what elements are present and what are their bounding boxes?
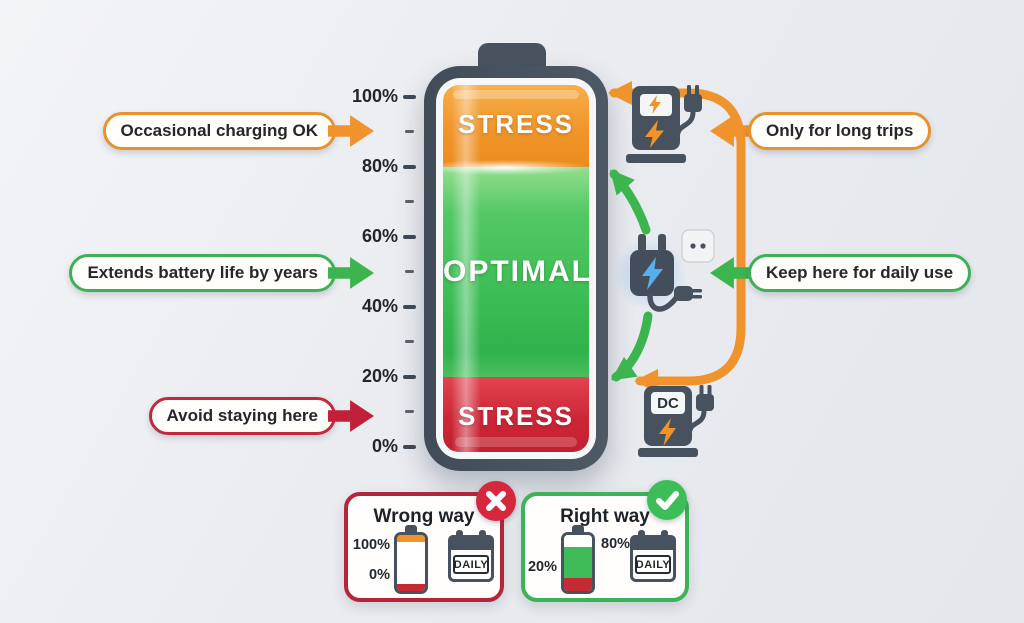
glow-line-80-percent xyxy=(443,160,589,175)
mini-battery-cap xyxy=(572,525,584,532)
callout-label: Only for long trips xyxy=(766,121,914,140)
empty-charge-stripe xyxy=(397,584,425,591)
tick-100 xyxy=(403,95,416,99)
calendar-icon: DAILY xyxy=(630,530,676,582)
daily-label: DAILY xyxy=(453,555,489,574)
orange-right-arrow-icon xyxy=(328,115,374,147)
zone-optimal xyxy=(443,167,589,377)
axis-label-0: 0% xyxy=(371,436,398,456)
axis-label-20: 20% xyxy=(361,366,398,386)
check-icon xyxy=(647,480,687,520)
callout-label: Extends battery life by years xyxy=(87,263,318,282)
plug-icon xyxy=(684,94,702,112)
cross-icon xyxy=(476,481,516,521)
right-way-title: Right way xyxy=(560,506,650,527)
calendar-icon: DAILY xyxy=(448,530,494,582)
dc-fast-charger-icon: DC xyxy=(630,380,718,462)
wrong-mini-battery xyxy=(394,532,428,594)
dc-label: DC xyxy=(657,394,679,412)
tick-40 xyxy=(403,305,416,309)
axis-label-60: 60% xyxy=(361,226,398,246)
zone-gloss xyxy=(455,437,577,447)
callout-extends-battery-life: Extends battery life by years xyxy=(69,254,336,292)
callout-only-long-trips: Only for long trips xyxy=(748,112,932,150)
tick-90 xyxy=(405,130,414,133)
zone-stress-top xyxy=(443,85,589,167)
wrong-way-title: Wrong way xyxy=(373,506,475,527)
callout-label: Avoid staying here xyxy=(166,406,318,425)
bolt-icon xyxy=(645,120,664,148)
bolt-icon xyxy=(642,257,663,290)
right-battery-top-label: 80% xyxy=(601,536,631,552)
axis-label-100: 100% xyxy=(351,86,398,106)
zone-label-stress-bottom: STRESS xyxy=(457,401,575,431)
green-right-arrow-icon xyxy=(328,257,374,289)
zone-label-stress-top: STRESS xyxy=(457,109,575,139)
callout-avoid-staying-here: Avoid staying here xyxy=(148,397,336,435)
axis-label-40: 40% xyxy=(361,296,398,316)
bolt-icon xyxy=(659,418,676,446)
daily-label: DAILY xyxy=(635,555,671,574)
red-right-arrow-icon xyxy=(328,400,374,432)
home-charger-icon xyxy=(606,224,720,328)
tick-10 xyxy=(405,410,414,413)
tick-70 xyxy=(405,200,414,203)
wall-socket-icon xyxy=(681,229,715,263)
bolt-icon xyxy=(649,95,661,114)
callout-occasional-charging: Occasional charging OK xyxy=(102,112,336,150)
callout-label: Keep here for daily use xyxy=(766,263,954,282)
green-arrow-to-80 xyxy=(609,169,651,235)
plug-icon xyxy=(696,394,714,411)
tick-30 xyxy=(405,340,414,343)
ev-charging-station-icon xyxy=(616,78,708,172)
tick-0 xyxy=(403,445,416,449)
wrong-battery-bottom-label: 0% xyxy=(369,567,390,583)
battery-zones: STRESS OPTIMAL STRESS xyxy=(443,85,589,452)
tick-60 xyxy=(403,235,416,239)
wrong-battery-top-label: 100% xyxy=(352,537,390,553)
optimal-fill xyxy=(564,547,592,578)
zone-gloss xyxy=(453,90,579,99)
zone-stress-bottom xyxy=(443,377,589,452)
axis-label-80: 80% xyxy=(361,156,398,176)
tick-80 xyxy=(403,165,416,169)
battery-gloss-highlight xyxy=(452,85,480,452)
right-mini-battery xyxy=(561,532,595,594)
zone-label-optimal: OPTIMAL xyxy=(443,255,589,288)
right-battery-bottom-label: 20% xyxy=(527,559,557,575)
callout-label: Occasional charging OK xyxy=(120,121,318,140)
low-fill xyxy=(564,578,592,591)
plug-icon xyxy=(674,286,693,301)
mini-battery-cap xyxy=(405,525,417,532)
callout-keep-here-daily: Keep here for daily use xyxy=(748,254,972,292)
full-charge-stripe xyxy=(397,535,425,542)
tick-50 xyxy=(405,270,414,273)
tick-20 xyxy=(403,375,416,379)
